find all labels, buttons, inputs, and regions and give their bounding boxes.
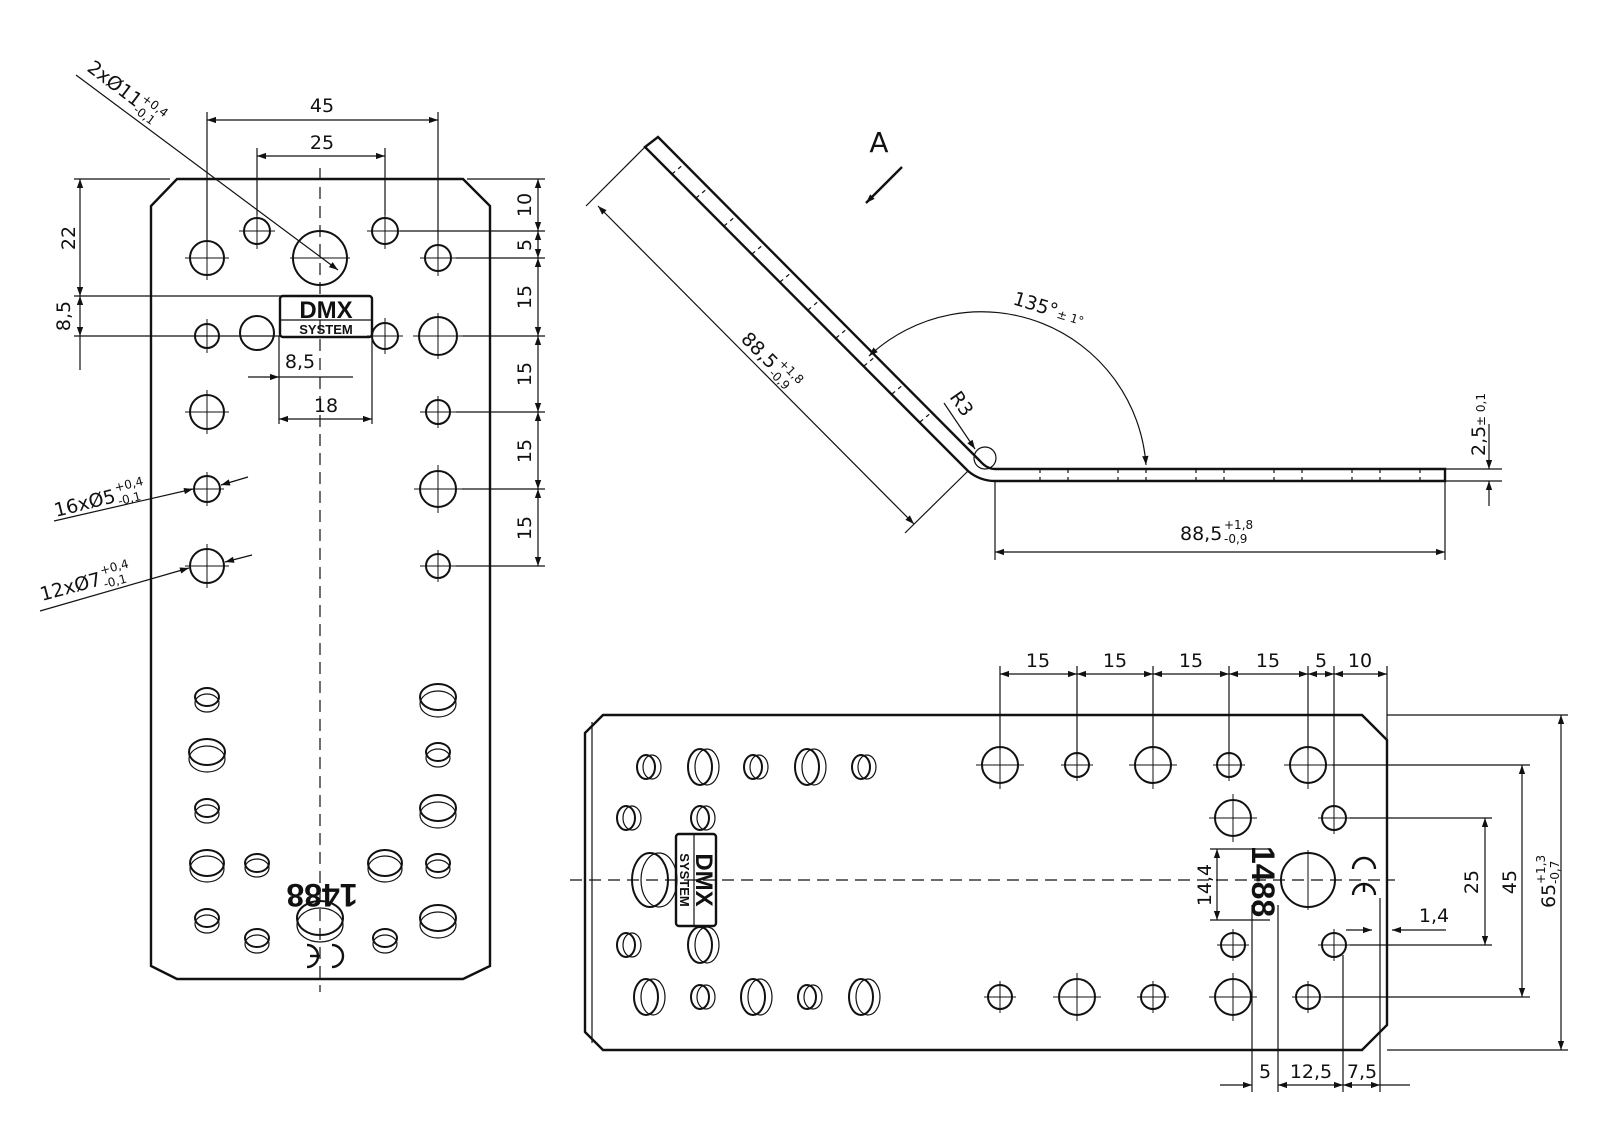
dim-22-label: 22	[58, 226, 80, 250]
svg-text:+0,4: +0,4	[113, 474, 145, 495]
side-view: A 88,5 +1,8 -0,9	[585, 126, 1502, 560]
svg-text:+1,8: +1,8	[1224, 518, 1253, 532]
front-dims-top: 45 25	[206, 95, 439, 240]
bottom-dmx-logo: DMX SYSTEM	[674, 832, 718, 928]
front-hole-centers	[185, 213, 463, 588]
svg-text:14,4: 14,4	[1194, 864, 1216, 906]
svg-text:65: 65	[1538, 884, 1560, 908]
svg-text:-0,1: -0,1	[116, 489, 142, 508]
svg-text:16xØ5: 16xØ5	[52, 485, 118, 521]
svg-text:25: 25	[1461, 870, 1483, 894]
callout-12x7: 12xØ7 +0,4 -0,1	[38, 554, 253, 612]
front-plate-outline	[149, 177, 492, 981]
svg-text:15: 15	[1103, 650, 1127, 672]
bottom-dims-bottom: 5 12,5 7,5	[1220, 898, 1410, 1092]
ce-mark-icon	[1351, 856, 1377, 896]
svg-text:DMX: DMX	[690, 853, 717, 906]
bottom-dims-top: 15 15 15 15 5 10	[999, 650, 1388, 808]
logo-dmx-text: DMX	[299, 297, 352, 324]
bottom-stamp-number: 1488	[1245, 846, 1281, 917]
dim-8-5-left-label: 8,5	[53, 301, 75, 331]
svg-text:12xØ7: 12xØ7	[38, 568, 104, 605]
dim-8-5-label: 8,5	[285, 351, 315, 373]
dim-15-label: 15	[514, 439, 536, 463]
svg-text:2,5: 2,5	[1468, 426, 1490, 456]
svg-text:88,5: 88,5	[1180, 523, 1222, 545]
front-dmx-logo: DMX SYSTEM	[278, 294, 374, 339]
bottom-holes	[981, 746, 1347, 1016]
front-dims-right: 10 5 15 15 15 15	[400, 178, 545, 567]
hidden-hole-lines	[671, 163, 1421, 481]
radius-label: R3	[945, 387, 978, 420]
svg-text:15: 15	[1256, 650, 1280, 672]
svg-text:5: 5	[1315, 650, 1327, 672]
view-a-label: A	[869, 126, 888, 159]
ce-mark-icon	[306, 943, 345, 969]
svg-text:± 1°: ± 1°	[1055, 307, 1085, 328]
bottom-view: DMX SYSTEM 1488 15 15 15 15	[570, 650, 1568, 1092]
logo-system-text: SYSTEM	[299, 322, 352, 337]
front-dims-left: 22 8,5	[53, 178, 282, 370]
thickness-label: 2,5 ± 0,1	[1468, 393, 1490, 456]
bottom-embossed-holes	[616, 748, 881, 1016]
front-embossed-holes	[188, 683, 457, 954]
svg-text:10: 10	[1348, 650, 1372, 672]
svg-text:-0,7: -0,7	[1548, 861, 1562, 884]
svg-text:-0,9: -0,9	[1224, 532, 1247, 546]
dim-18-label: 18	[314, 395, 338, 417]
bottom-hole-centers	[976, 741, 1350, 1021]
svg-text:15: 15	[1179, 650, 1203, 672]
svg-text:135°: 135°	[1011, 288, 1061, 322]
bottom-plate-outline	[583, 713, 1389, 1052]
dim-15-label: 15	[514, 516, 536, 540]
svg-text:45: 45	[1499, 870, 1521, 894]
front-view: DMX SYSTEM 1488 45 25 22	[38, 56, 545, 992]
view-direction-arrow	[865, 166, 903, 204]
dim-15-label: 15	[514, 362, 536, 386]
svg-text:± 0,1: ± 0,1	[1474, 393, 1488, 426]
dim-5-label: 5	[514, 239, 536, 251]
svg-text:12,5: 12,5	[1290, 1061, 1332, 1083]
dim-25-label: 25	[310, 132, 334, 154]
svg-text:+1,3: +1,3	[1534, 855, 1548, 884]
svg-text:SYSTEM: SYSTEM	[677, 853, 692, 906]
dim-leg-length-line	[597, 205, 915, 525]
front-dims-logo: 8,5 18	[248, 336, 373, 424]
bottom-dims-right: 25 45 65 +1,3 -0,7	[1324, 714, 1568, 1051]
angle-label: 135° ± 1°	[1011, 288, 1086, 329]
bend-radius-circle	[973, 446, 997, 470]
dim-base-length-label: 88,5 +1,8 -0,9	[1180, 518, 1253, 546]
dim-10-label: 10	[514, 193, 536, 217]
svg-text:-0,1: -0,1	[102, 572, 128, 592]
svg-text:5: 5	[1259, 1061, 1271, 1083]
svg-text:15: 15	[1026, 650, 1050, 672]
dim-14-4: 14,4	[1194, 848, 1270, 921]
dim-leg-length-label: 88,5 +1,8 -0,9	[736, 328, 806, 393]
svg-text:1,4: 1,4	[1419, 905, 1449, 927]
svg-text:7,5: 7,5	[1347, 1061, 1377, 1083]
dim-45-label: 45	[310, 95, 334, 117]
dim-15-label: 15	[514, 285, 536, 309]
angle-arc	[868, 311, 1149, 466]
front-stamp-number: 1488	[286, 877, 357, 913]
dim-1-4: 1,4	[1346, 905, 1449, 934]
